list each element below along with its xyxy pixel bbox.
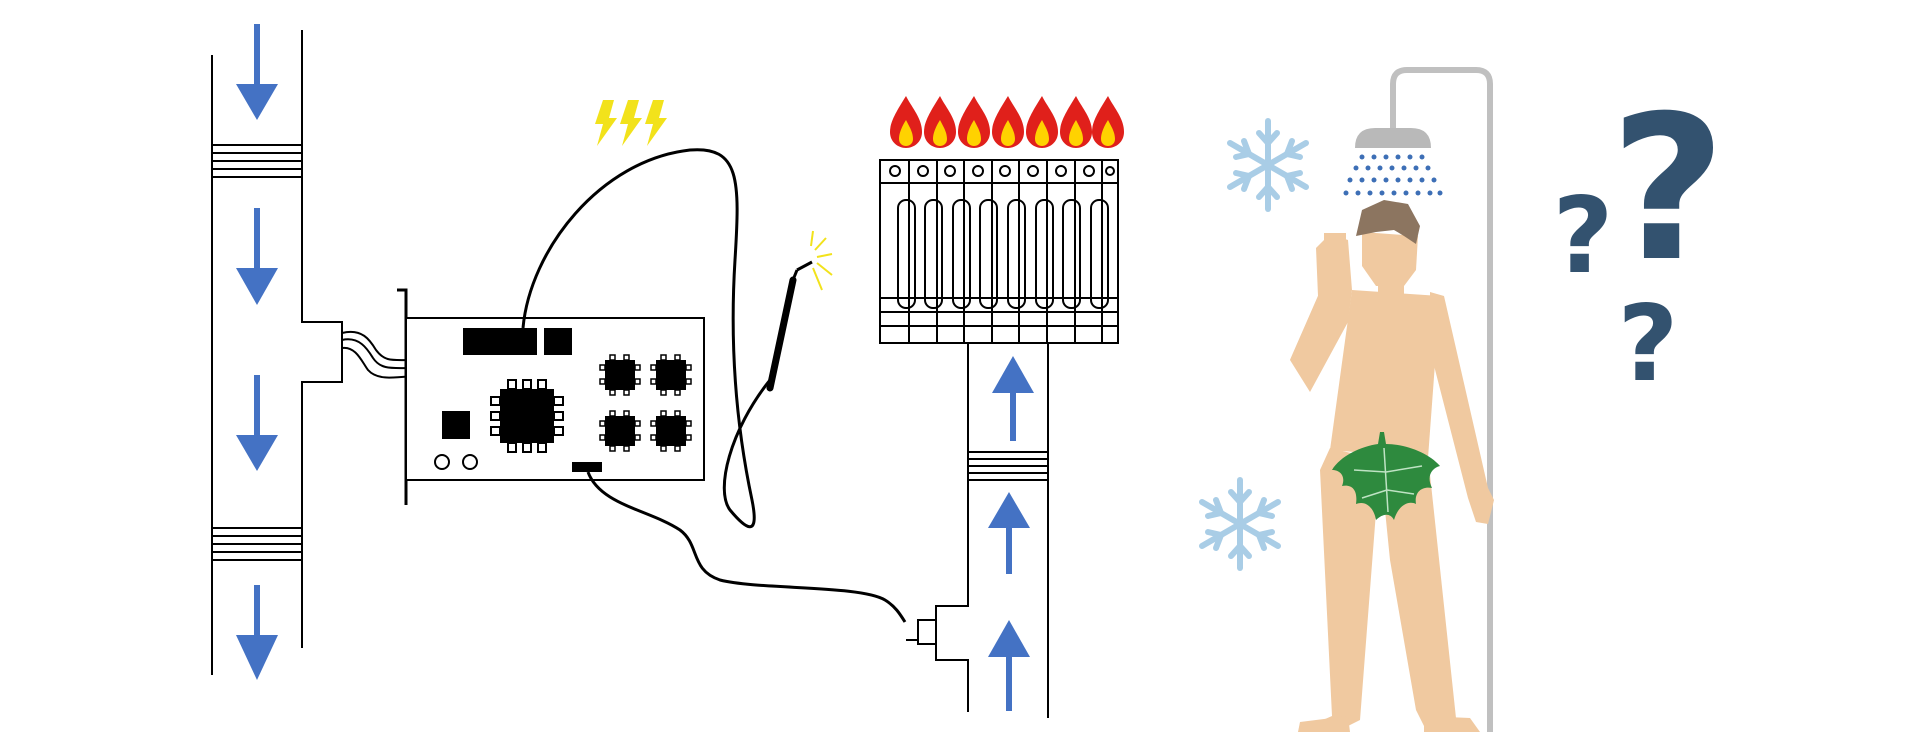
lightning-group xyxy=(595,100,667,146)
card-chip-header xyxy=(463,328,537,355)
left-pipe xyxy=(211,30,343,675)
fig-leaf-icon xyxy=(1332,432,1440,520)
water-drops xyxy=(1343,154,1443,196)
left-pipe-inner-wall xyxy=(301,30,343,648)
person-foot xyxy=(1424,716,1480,732)
down-arrow-icon xyxy=(236,585,278,680)
person-forearm xyxy=(1290,234,1352,360)
person-raised-arm xyxy=(1290,290,1352,392)
radiator-caps xyxy=(889,165,1115,177)
person xyxy=(1290,232,1494,732)
card-main-chip xyxy=(490,379,564,453)
card-small-chips xyxy=(599,354,692,452)
question-mark-icon: ? xyxy=(1553,175,1614,297)
card-bracket xyxy=(397,288,408,505)
card-small-chip xyxy=(650,354,692,396)
flames xyxy=(890,96,1124,148)
flame-icon xyxy=(1026,96,1058,148)
right-pipe-inner-wall xyxy=(935,343,969,712)
down-arrow-icon xyxy=(236,208,278,305)
person-torso xyxy=(1330,290,1440,458)
person-head xyxy=(1362,232,1418,286)
card-small-chip xyxy=(599,354,641,396)
left-pipe-joint-bottom xyxy=(212,527,302,561)
card-small-chip xyxy=(650,410,692,452)
question-mark-icon: ? xyxy=(1610,73,1726,306)
right-pipe-arrows xyxy=(988,356,1034,711)
lightning-icon xyxy=(595,100,617,146)
card-led xyxy=(434,454,450,470)
person-hair xyxy=(1356,200,1420,244)
data-cable xyxy=(586,471,907,623)
down-arrow-icon xyxy=(236,375,278,471)
power-cable xyxy=(521,148,772,529)
up-arrow-icon xyxy=(988,620,1030,711)
radiator-icon xyxy=(879,159,1119,344)
flame-icon xyxy=(1092,96,1124,148)
flame-icon xyxy=(890,96,922,148)
circuit-board-icon xyxy=(397,288,705,505)
right-pipe xyxy=(906,343,1049,718)
flame-icon xyxy=(924,96,956,148)
lightning-icon xyxy=(620,100,642,146)
snowflake-icon xyxy=(1227,118,1309,212)
flame-icon xyxy=(958,96,990,148)
flame-icon xyxy=(1060,96,1092,148)
card-port xyxy=(572,462,602,472)
card-chip-small xyxy=(544,328,572,355)
person-neck xyxy=(1378,280,1404,294)
right-pipe-joint xyxy=(968,451,1048,481)
left-pipe-arrows xyxy=(236,24,278,680)
card-led xyxy=(462,454,478,470)
shower-pipe xyxy=(1390,67,1493,732)
left-pipe-joint-top xyxy=(212,144,302,178)
card-small-chip xyxy=(599,410,641,452)
card-chip-square xyxy=(442,411,470,439)
radiator-dividers xyxy=(908,160,1103,343)
person-foot xyxy=(1298,716,1350,732)
flame-icon xyxy=(992,96,1024,148)
radiator-fins xyxy=(897,199,1109,309)
question-mark-icon: ? xyxy=(1618,283,1679,405)
shower-head-icon xyxy=(1355,128,1431,148)
person-left-leg xyxy=(1300,448,1380,730)
up-arrow-icon xyxy=(988,492,1030,574)
person-hanging-arm xyxy=(1430,292,1494,524)
person-hand xyxy=(1324,233,1346,259)
down-arrow-icon xyxy=(236,24,278,120)
sensor-wires xyxy=(341,330,413,379)
spark-icon xyxy=(810,230,833,291)
person-right-leg xyxy=(1380,456,1476,730)
soldering-iron-icon xyxy=(766,260,813,392)
up-arrow-icon xyxy=(992,356,1034,441)
snowflake-icon xyxy=(1199,477,1281,571)
right-pipe-sensor-plug xyxy=(906,619,937,645)
lightning-icon xyxy=(645,100,667,146)
